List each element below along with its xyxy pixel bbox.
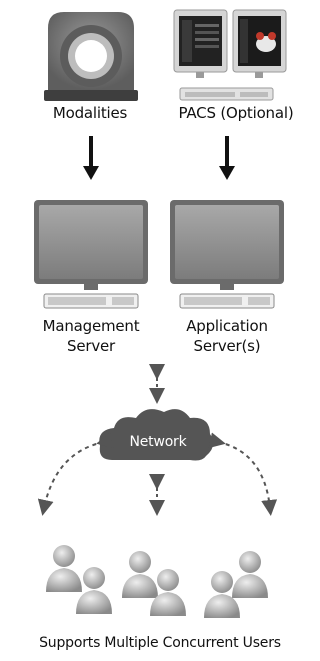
pacs-label: PACS (Optional): [178, 104, 294, 122]
modalities-label: Modalities: [52, 104, 128, 122]
arrow-modalities-to-management: [83, 136, 99, 180]
user-figure: [46, 545, 82, 592]
ct-scanner-icon: [44, 12, 138, 101]
user-figure: [232, 551, 268, 598]
management-server-label-line2: Server: [67, 337, 115, 355]
management-server-label-line1: Management: [42, 317, 140, 335]
user-figure: [204, 571, 240, 618]
management-server-label: Management Server: [14, 316, 168, 356]
application-server-label-line2: Server(s): [193, 337, 261, 355]
users-icon: [46, 545, 268, 618]
dashed-arrow-network-right: [208, 432, 278, 516]
application-server-computer-icon: [170, 200, 284, 309]
user-figure: [76, 567, 112, 614]
cloud-icon: [99, 409, 214, 461]
dashed-arrow-network-left: [37, 432, 114, 516]
management-server-computer-icon: [34, 200, 148, 309]
application-server-label-line1: Application: [186, 317, 268, 335]
users-caption: Supports Multiple Concurrent Users: [39, 635, 281, 651]
arrow-pacs-to-application: [219, 136, 235, 180]
network-label: Network: [129, 434, 187, 450]
application-server-label: Application Server(s): [150, 316, 304, 356]
pacs-monitors-icon: [173, 9, 287, 101]
user-figure: [150, 569, 186, 616]
user-figure: [122, 551, 158, 598]
